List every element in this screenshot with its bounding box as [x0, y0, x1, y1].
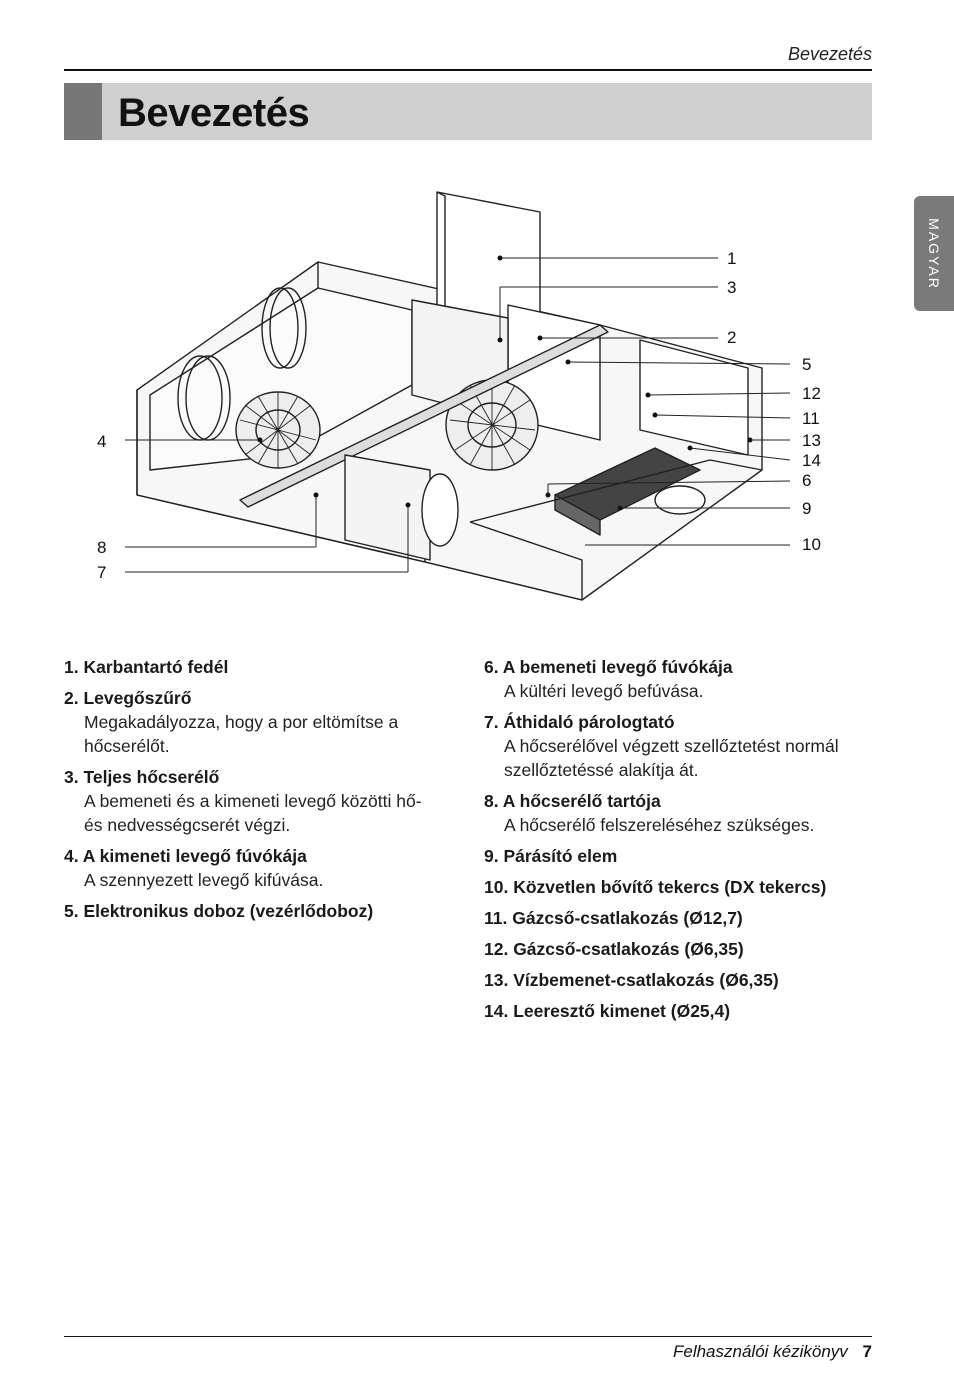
footer-rule — [64, 1336, 872, 1337]
unit-diagram — [125, 191, 791, 601]
list-item: 7. Áthidaló párologtató A hőcserélővel v… — [484, 712, 839, 780]
list-item: 5. Elektronikus doboz (vezérlődoboz) — [64, 901, 374, 921]
page-number: 7 — [862, 1342, 872, 1361]
callout-13: 13 — [802, 431, 821, 450]
callout-3: 3 — [727, 278, 737, 297]
page-footer: Felhasználói kézikönyv 7 — [673, 1342, 872, 1362]
list-item: 13. Vízbemenet-csatlakozás (Ø6,35) — [484, 970, 779, 990]
callout-9: 9 — [802, 499, 812, 518]
list-item: 9. Párásító elem — [484, 846, 618, 866]
callout-6: 6 — [802, 471, 812, 490]
title-band: Bevezetés — [64, 83, 872, 140]
title-marker — [64, 83, 102, 140]
list-item: 8. A hőcserélő tartója A hőcserélő felsz… — [484, 791, 815, 835]
header-rule — [64, 69, 872, 71]
callout-12: 12 — [802, 384, 821, 403]
list-item: 11. Gázcső-csatlakozás (Ø12,7) — [484, 908, 743, 928]
list-item: 10. Közvetlen bővítő tekercs (DX tekercs… — [484, 877, 827, 897]
list-item: 3. Teljes hőcserélő A bemeneti és a kime… — [64, 767, 422, 835]
list-item: 6. A bemeneti levegő fúvókája A kültéri … — [484, 657, 733, 701]
callout-1: 1 — [727, 249, 737, 268]
list-item: 2. Levegőszűrő Megakadályozza, hogy a po… — [64, 688, 399, 756]
list-item: 1. Karbantartó fedél — [64, 657, 229, 677]
footer-doc-title: Felhasználói kézikönyv — [672, 1342, 848, 1361]
list-item: 12. Gázcső-csatlakozás (Ø6,35) — [484, 939, 744, 959]
callout-7: 7 — [97, 563, 107, 582]
list-item: 14. Leeresztő kimenet (Ø25,4) — [484, 1001, 731, 1021]
running-header: Bevezetés — [787, 44, 872, 64]
callout-14: 14 — [802, 451, 821, 470]
list-item: 4. A kimeneti levegő fúvókája A szennyez… — [64, 846, 324, 890]
callout-11: 11 — [802, 409, 820, 428]
callout-5: 5 — [802, 355, 812, 374]
parts-list-right: 6. A bemeneti levegő fúvókája A kültéri … — [484, 655, 884, 1030]
callout-10: 10 — [802, 535, 821, 554]
page-title: Bevezetés — [118, 91, 310, 135]
callout-2: 2 — [727, 328, 737, 347]
callout-8: 8 — [97, 538, 107, 557]
language-tab: MAGYAR — [914, 196, 954, 311]
callout-4: 4 — [97, 432, 107, 451]
parts-list-left: 1. Karbantartó fedél 2. Levegőszűrő Mega… — [64, 655, 444, 930]
